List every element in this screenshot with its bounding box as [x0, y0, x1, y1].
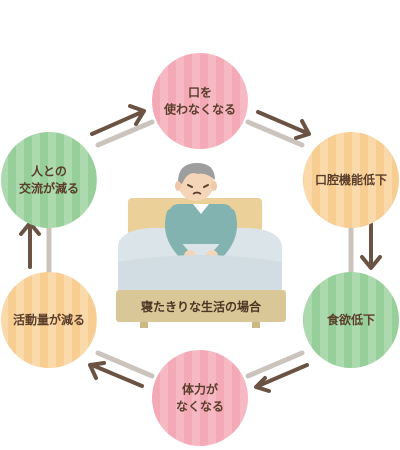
arrow-top-to-right-top: [256, 110, 311, 140]
arrow-right-bottom-to-bottom: [254, 363, 309, 393]
cycle-node-circle: [152, 53, 248, 149]
connector-top-to-right-top: [245, 119, 305, 148]
cycle-node-label: 活動量が減る: [13, 312, 85, 327]
cycle-node-label: 口腔機能低下: [315, 172, 387, 187]
cycle-node-circle: [1, 132, 97, 228]
cycle-node-label: 口を: [188, 86, 212, 100]
connector-left-top-to-top: [95, 119, 155, 148]
cycle-node-circle: [303, 132, 399, 228]
cycle-node-circle: [1, 272, 97, 368]
cycle-node-label: 人との: [31, 164, 67, 179]
arrow-bottom-to-left-bottom: [88, 361, 144, 388]
cycle-node-label: 使わなくなる: [163, 102, 236, 117]
center-caption-panel: [116, 290, 286, 322]
center-caption: 寝たきりな生活の場合: [141, 299, 262, 314]
connector-bottom-to-left-bottom: [95, 350, 155, 379]
cycle-node-label: 食欲低下: [326, 312, 375, 327]
bed-blanket-front: [118, 255, 282, 296]
cycle-node-label: 体力が: [182, 382, 218, 397]
cycle-node-circle: [152, 350, 248, 446]
arrow-left-top-to-top: [90, 104, 146, 136]
elderly-person-icon: [165, 163, 237, 262]
bed-leg-left: [140, 322, 148, 328]
cycle-node-circle: [303, 272, 399, 368]
cycle-node-label: なくなる: [176, 400, 224, 414]
cycle-node-right-bottom: 食欲低下: [303, 272, 399, 368]
arrow-left-bottom-to-left-top: [19, 221, 41, 269]
cycle-node-right-top: 口腔機能低下: [303, 132, 399, 228]
center-illustration: 寝たきりな生活の場合: [116, 163, 286, 328]
bed-leg-right: [252, 322, 260, 328]
connector-lines: [46, 119, 354, 379]
cycle-node-left-bottom: 活動量が減る: [1, 272, 97, 368]
connector-right-bottom-to-bottom: [245, 350, 305, 379]
arrow-right-top-to-right-bottom: [360, 222, 382, 270]
cycle-node-label: 交流が減る: [19, 181, 79, 196]
